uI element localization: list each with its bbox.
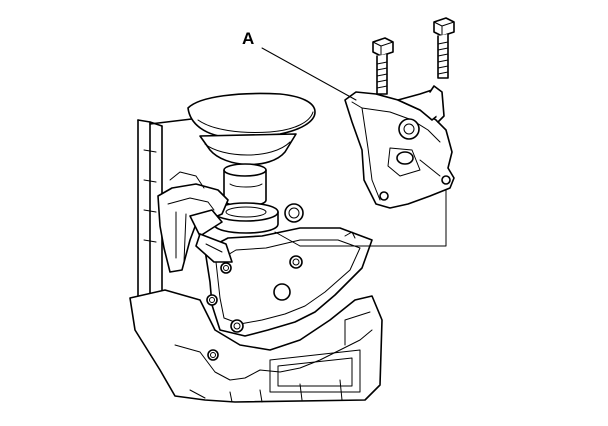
bell-housing [149,92,316,234]
transmission-case [129,119,383,403]
shift-fork [157,171,233,273]
mounting-bracket [344,85,455,209]
callout-leader-line [261,47,357,101]
bolt-right [433,17,455,79]
flange-plate [204,203,373,361]
callout-a: A [242,29,357,101]
bolt-left [372,37,394,95]
callout-label: A [242,29,254,48]
